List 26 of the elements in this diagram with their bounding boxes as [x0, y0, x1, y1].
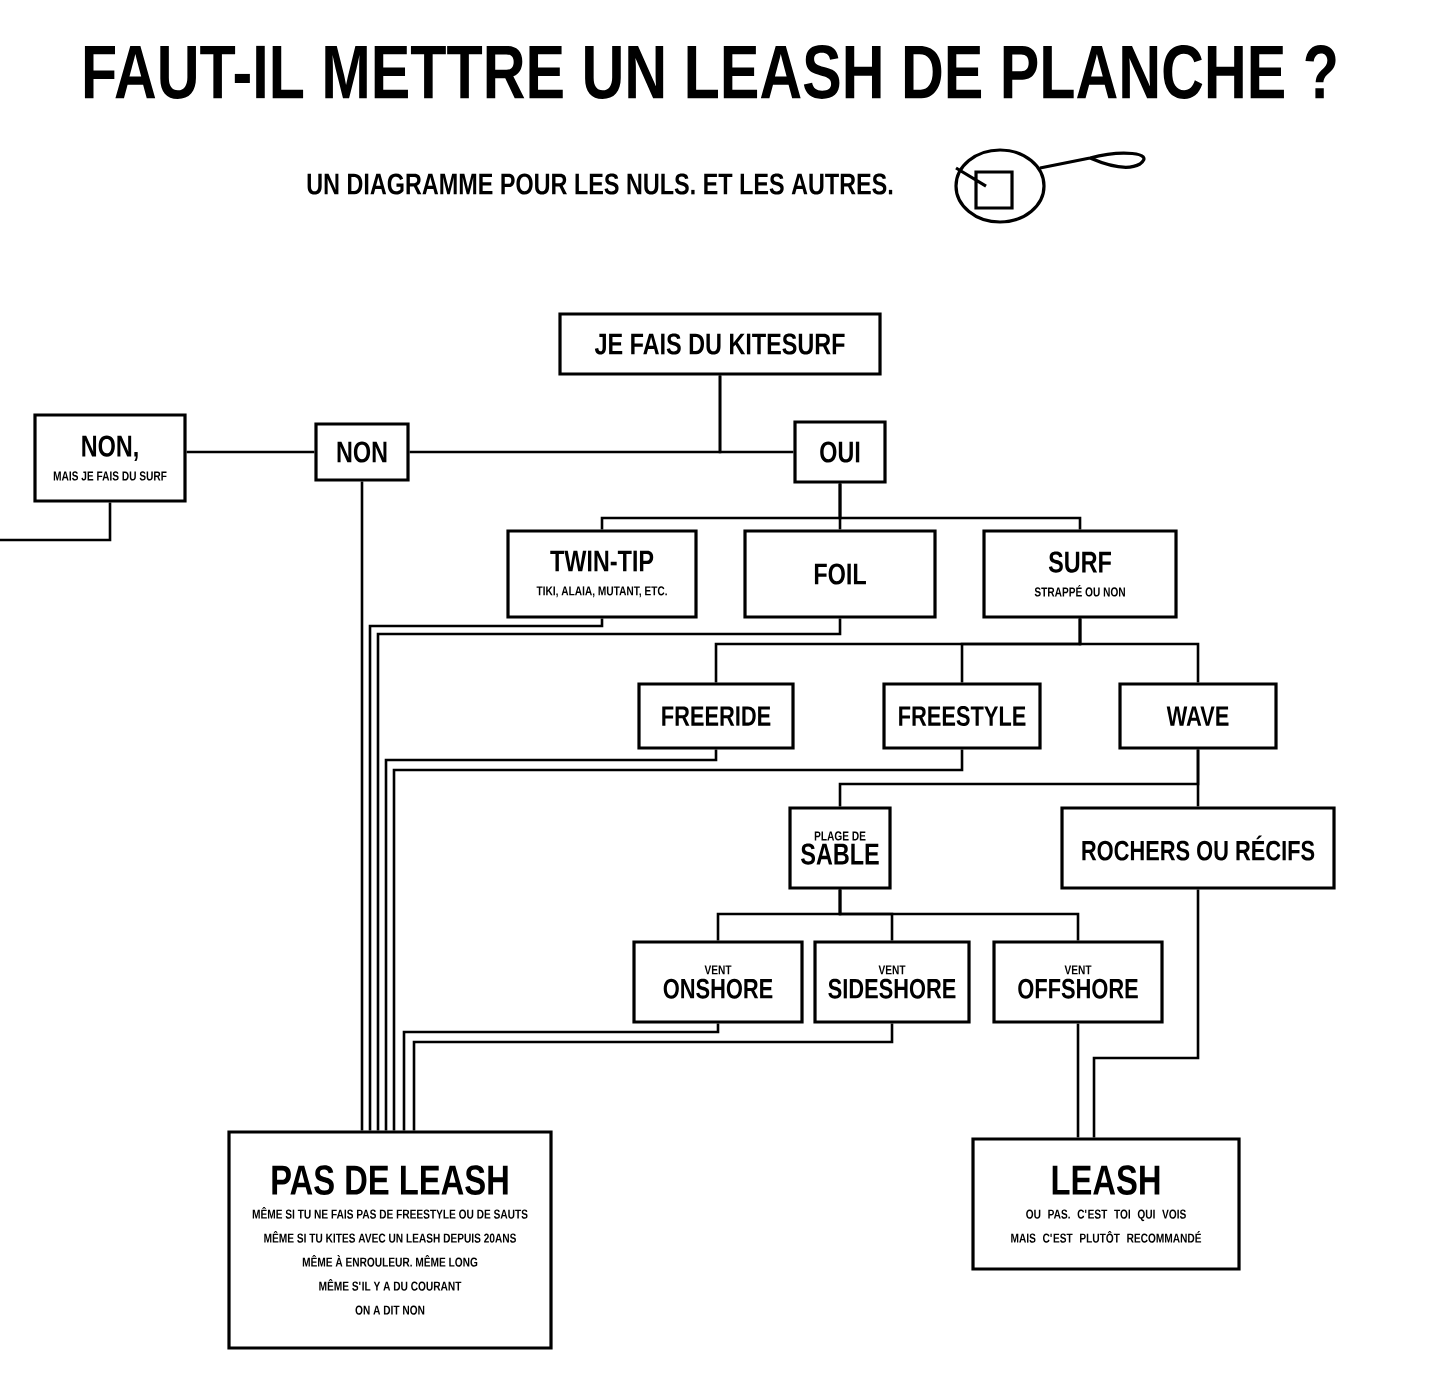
choice-box: OUI — [793, 420, 887, 484]
connector-line — [1092, 889, 1200, 1138]
start-box: JE FAIS DU KITESURF — [558, 312, 882, 376]
choice-box: WAVE — [1118, 682, 1278, 750]
choice-box: FREESTYLE — [882, 682, 1042, 750]
connector-line — [0, 502, 112, 542]
title: FAUT-IL METTRE UN LEASH DE PLANCHE ? — [84, 45, 1336, 99]
choice-box: NON — [314, 422, 410, 482]
connector-line — [838, 889, 1080, 941]
connector-line — [1078, 618, 1200, 683]
subtitle: UN DIAGRAMME POUR LES NULS. ET LES AUTRES. — [307, 173, 893, 195]
connector-line — [186, 450, 315, 454]
connector-line — [838, 483, 1082, 530]
connector-line — [384, 749, 718, 1131]
connector-line — [1196, 749, 1200, 807]
connector-line — [718, 375, 794, 454]
connector-line — [360, 481, 364, 1131]
choice-box: ROCHERS OU RÉCIFS — [1060, 806, 1336, 890]
choice-box: FOIL — [743, 529, 937, 619]
connector-line — [1076, 1023, 1080, 1138]
connector-line — [376, 618, 842, 1131]
connector-line — [412, 1023, 894, 1131]
connector-line — [368, 618, 604, 1131]
connector-line — [402, 1023, 720, 1131]
choice-box: FREERIDE — [637, 682, 795, 750]
connector-line — [392, 749, 964, 1131]
